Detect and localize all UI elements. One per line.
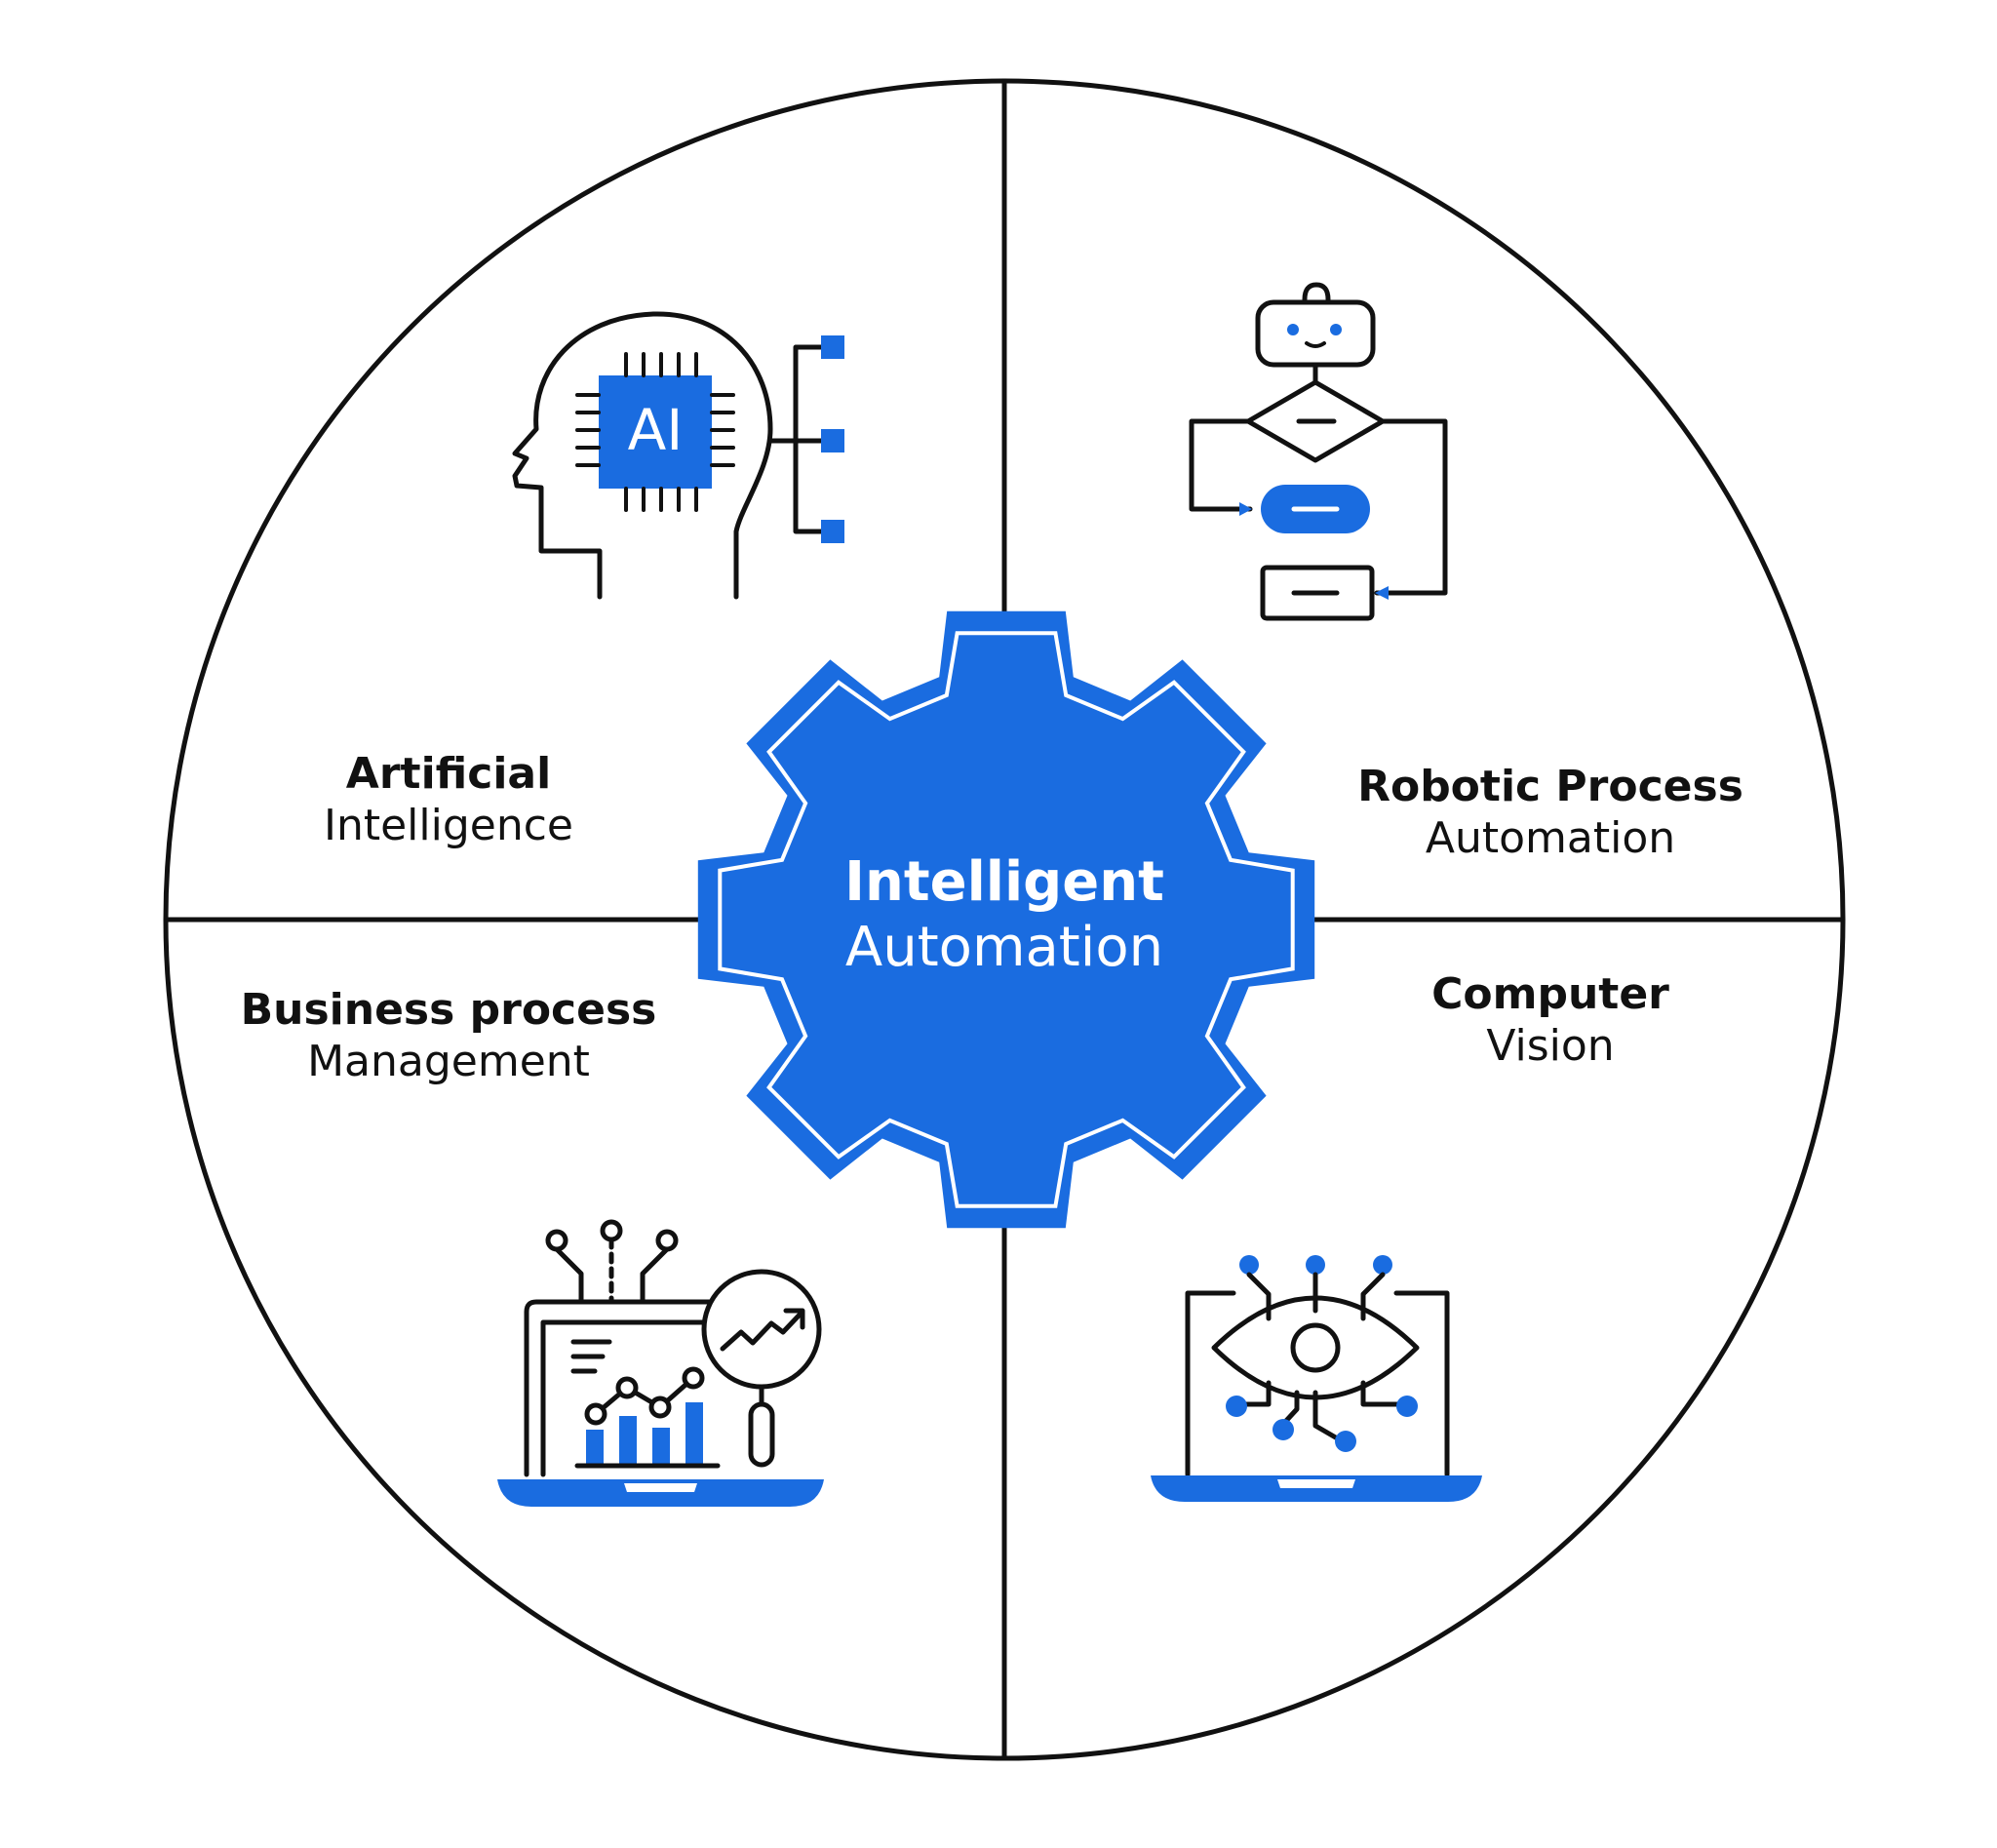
label-ai-line1: Artificial <box>345 749 552 799</box>
robot-flowchart-icon <box>1189 282 1448 621</box>
label-cv-line1: Computer <box>1431 969 1669 1019</box>
center-label-line1: Intelligent <box>844 850 1164 914</box>
label-rpa-line1: Robotic Process <box>1357 762 1743 811</box>
label-ai-line2: Intelligence <box>323 800 573 850</box>
eye-circuit-laptop-icon <box>1151 1255 1482 1502</box>
center-label-line2: Automation <box>844 916 1164 980</box>
label-robotic-process-automation: Robotic Process Automation <box>1316 762 1784 865</box>
label-business-process-management: Business process Management <box>215 985 683 1088</box>
label-artificial-intelligence: Artificial Intelligence <box>254 749 644 852</box>
center-label: Intelligent Automation <box>800 849 1209 980</box>
center-gear-icon <box>697 610 1315 1229</box>
label-bpm-line1: Business process <box>240 985 657 1035</box>
ai-chip-label: AI <box>628 397 684 463</box>
label-bpm-line2: Management <box>307 1036 590 1086</box>
ai-head-chip-icon <box>512 311 844 600</box>
label-computer-vision: Computer Vision <box>1365 969 1736 1073</box>
analytics-laptop-magnifier-icon <box>497 1219 824 1507</box>
label-cv-line2: Vision <box>1486 1020 1615 1071</box>
label-rpa-line2: Automation <box>1425 812 1676 863</box>
